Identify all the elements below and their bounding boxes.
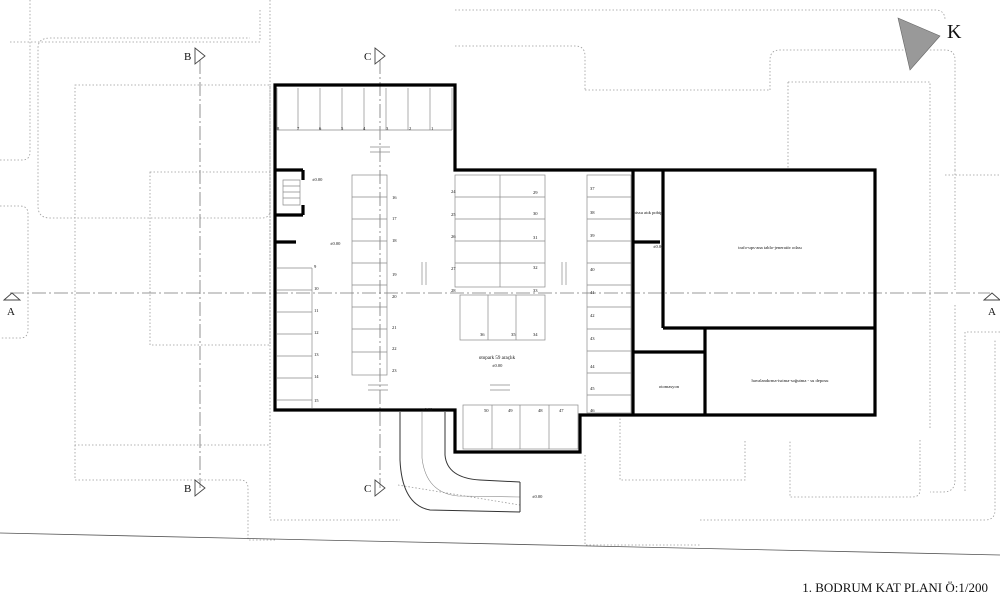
- plan-caption: 1. BODRUM KAT PLANI Ö:1/200: [802, 580, 988, 595]
- entrance-ramp: [399, 412, 521, 513]
- parking-spot-12: 12: [314, 330, 319, 335]
- svg-text:±0.00: ±0.00: [312, 177, 323, 182]
- parking-lines: [276, 88, 632, 450]
- axis-lines: [10, 60, 990, 488]
- parking-spot-29: 29: [533, 190, 538, 195]
- parking-spot-20: 20: [392, 294, 397, 299]
- parking-spot-31: 31: [533, 235, 538, 240]
- pis-su-room-label: pissu atık pobip: [633, 210, 663, 215]
- parking-spot-21: 21: [392, 325, 397, 330]
- parking-spot-6: 6: [319, 126, 322, 131]
- building-walls: [273, 83, 877, 454]
- parking-spot-40: 40: [590, 267, 595, 272]
- parking-spot-1: 1: [431, 126, 434, 131]
- parking-spot-50: 50: [484, 408, 489, 413]
- parking-spot-41: 41: [590, 290, 595, 295]
- north-arrow-icon: [897, 17, 941, 71]
- svg-text:±0.00: ±0.00: [492, 363, 503, 368]
- site-contours: [0, 0, 1000, 546]
- parking-spot-26: 26: [451, 234, 456, 239]
- parking-spot-13: 13: [314, 352, 319, 357]
- section-label-b-top: B: [184, 51, 191, 63]
- parking-spot-9: 9: [314, 264, 317, 269]
- parking-spot-35: 35: [511, 332, 516, 337]
- parking-spot-17: 17: [392, 216, 397, 221]
- parking-spot-32: 32: [533, 265, 538, 270]
- parking-spot-16: 16: [392, 195, 397, 200]
- parking-spot-45: 45: [590, 386, 595, 391]
- otomasyon-room-label: otomasyon: [659, 384, 680, 389]
- parking-spot-28: 28: [451, 288, 456, 293]
- parking-spot-36: 36: [480, 332, 485, 337]
- parking-spot-49: 49: [508, 408, 513, 413]
- section-markers: [2, 47, 1000, 497]
- parking-spot-37: 37: [590, 186, 595, 191]
- north-label: K: [947, 21, 962, 43]
- svg-text:±0.00: ±0.00: [653, 244, 664, 249]
- svg-text:±0.00: ±0.00: [330, 241, 341, 246]
- parking-spot-27: 27: [451, 266, 456, 271]
- parking-spot-15: 15: [314, 398, 319, 403]
- parking-spot-3: 3: [386, 126, 389, 131]
- svg-text:±0.00: ±0.00: [532, 494, 543, 499]
- section-label-a-left: A: [7, 306, 15, 318]
- parking-spot-7: 7: [297, 126, 300, 131]
- parking-spot-23: 23: [392, 368, 397, 373]
- svg-text:±0.00: ±0.00: [422, 407, 433, 412]
- parking-spot-24: 24: [451, 189, 456, 194]
- otopark-label: otopark 59 araçlık: [479, 356, 516, 361]
- parking-spot-8: 8: [277, 126, 280, 131]
- parking-spot-48: 48: [538, 408, 543, 413]
- parking-spot-42: 42: [590, 313, 595, 318]
- parking-spot-25: 25: [451, 212, 456, 217]
- section-label-c-bottom: C: [364, 483, 371, 495]
- parking-spot-18: 18: [392, 238, 397, 243]
- parking-spot-44: 44: [590, 364, 595, 369]
- havalandirma-room-label: havalandırma-isıtma-soğutma - su deposu: [752, 378, 830, 383]
- parking-spot-30: 30: [533, 211, 538, 216]
- parking-spot-5: 5: [341, 126, 344, 131]
- parking-spot-38: 38: [590, 210, 595, 215]
- parking-spot-33: 33: [533, 288, 538, 293]
- parking-spot-39: 39: [590, 233, 595, 238]
- parking-spot-2: 2: [409, 126, 412, 131]
- parking-spot-46: 46: [590, 408, 595, 413]
- parking-spot-10: 10: [314, 286, 319, 291]
- section-label-b-bottom: B: [184, 483, 191, 495]
- trafo-room-label: trafo-ups-ana tablo-jeneratör odası: [738, 245, 802, 250]
- ground-line: [0, 532, 1000, 556]
- parking-spot-14: 14: [314, 374, 319, 379]
- parking-spot-11: 11: [314, 308, 319, 313]
- parking-spot-19: 19: [392, 272, 397, 277]
- level-marks: ±0.00 ±0.00 ±0.00 ±0.00 ±0.00 ±0.00: [312, 177, 664, 499]
- parking-spot-34: 34: [533, 332, 538, 337]
- parking-spot-22: 22: [392, 346, 397, 351]
- parking-spot-43: 43: [590, 336, 595, 341]
- section-label-a-right: A: [988, 306, 996, 318]
- parking-spot-4: 4: [363, 126, 366, 131]
- parking-spot-47: 47: [559, 408, 564, 413]
- section-label-c-top: C: [364, 51, 371, 63]
